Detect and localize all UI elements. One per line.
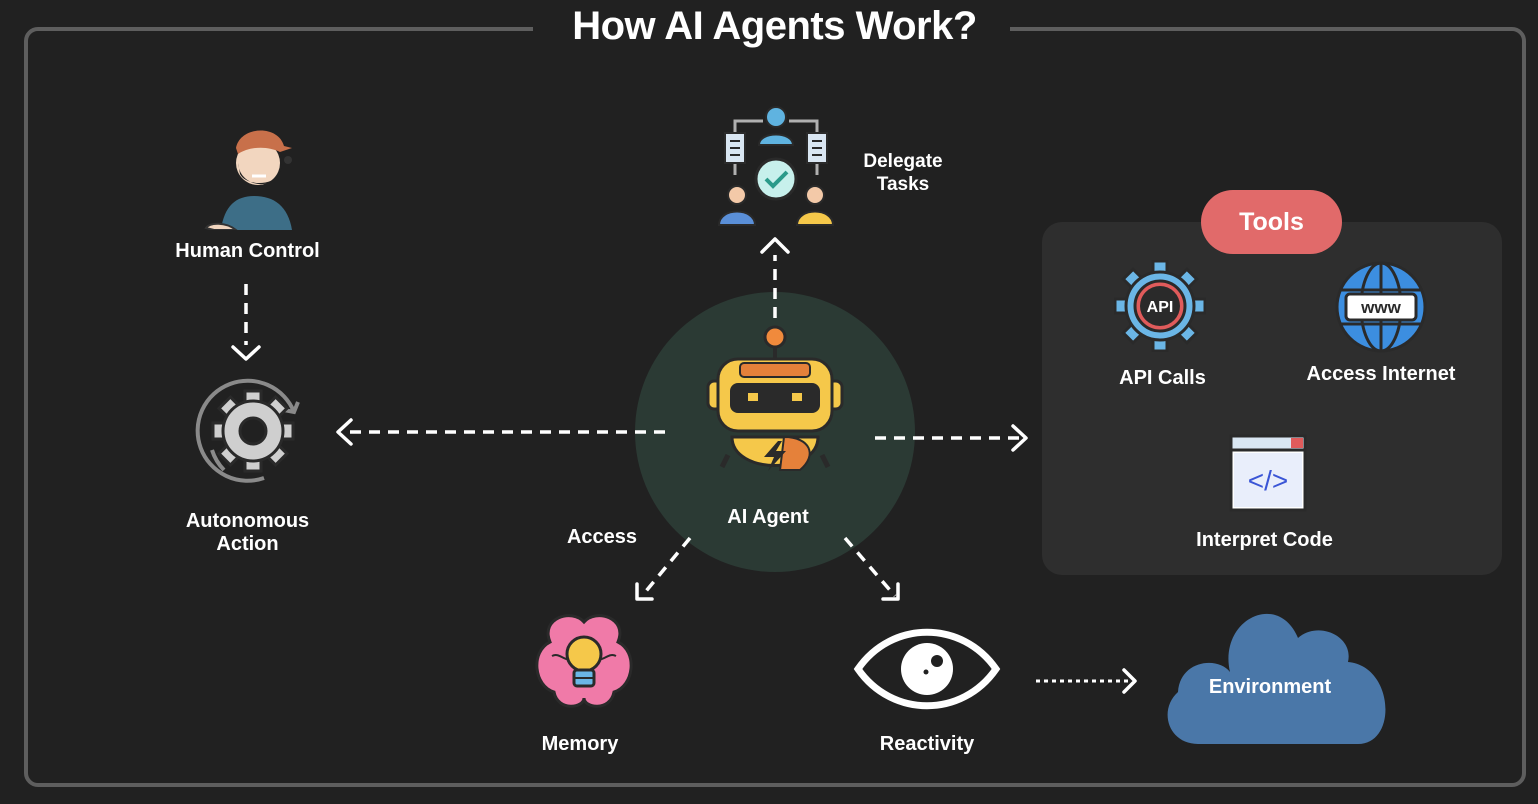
- environment-label: Environment: [1208, 676, 1332, 698]
- api-calls-label: API Calls: [1119, 367, 1206, 389]
- reactivity-label: Reactivity: [879, 733, 975, 755]
- arrowhead-reactivity: [881, 582, 900, 601]
- memory-label: Memory: [541, 733, 619, 755]
- access-internet-label: Access Internet: [1306, 363, 1456, 385]
- code-window-icon: </>: [1229, 434, 1307, 512]
- interpret-code-label: Interpret Code: [1196, 529, 1333, 551]
- tools-title-pill: Tools: [1201, 190, 1342, 254]
- autonomous-action-line1: Autonomous: [185, 510, 310, 532]
- tools-panel: [1042, 222, 1502, 575]
- gear-cycle-icon: [195, 378, 300, 483]
- ai-agent-label: AI Agent: [727, 506, 809, 528]
- autonomous-action-label: Autonomous Action: [170, 510, 325, 556]
- arrowhead-environment: [1122, 668, 1137, 694]
- access-label: Access: [566, 526, 638, 548]
- diagram-title: How AI Agents Work?: [572, 4, 977, 48]
- arrowhead-right: [1011, 424, 1028, 452]
- cloud-icon: [1167, 613, 1386, 744]
- arrowhead-delegate: [760, 237, 790, 254]
- autonomous-action-line2: Action: [216, 533, 279, 555]
- code-glyph-text: </>: [1248, 465, 1288, 496]
- arrow-agent-to-memory: [640, 536, 692, 598]
- arrowhead-memory: [635, 582, 654, 601]
- title-background: [533, 0, 1010, 60]
- robot-icon: [706, 325, 844, 471]
- arrowhead-autonomous: [231, 345, 261, 361]
- eye-icon: [853, 628, 1001, 710]
- brain-bulb-icon: [535, 614, 633, 708]
- human-control-label: Human Control: [175, 240, 320, 262]
- www-badge-text: www: [1360, 298, 1401, 317]
- team-delegate-icon: [717, 106, 835, 226]
- arrowhead-left: [336, 418, 353, 446]
- api-gear-icon: API: [1114, 260, 1206, 352]
- delegate-tasks-label: Delegate Tasks: [850, 150, 956, 196]
- delegate-tasks-line1: Delegate: [863, 151, 943, 172]
- delegate-tasks-line2: Tasks: [876, 174, 930, 195]
- person-icon: [204, 130, 292, 230]
- arrow-agent-to-reactivity: [843, 536, 897, 598]
- api-badge-text: API: [1147, 299, 1174, 316]
- globe-www-icon: www: [1335, 261, 1427, 353]
